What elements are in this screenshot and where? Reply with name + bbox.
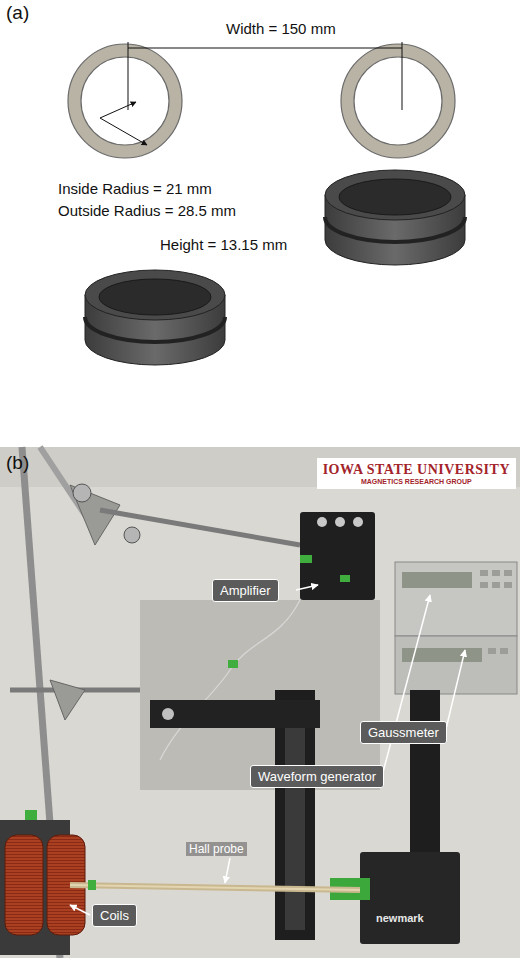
node-text: Waveform generator bbox=[258, 769, 376, 784]
panel-letter: (b) bbox=[6, 452, 29, 474]
dimension-label: Inside Radius = 21 mm bbox=[58, 180, 212, 197]
ring-3d bbox=[85, 170, 465, 365]
dimension-label: Outside Radius = 28.5 mm bbox=[58, 202, 236, 219]
label-text: Inside Radius = 21 mm bbox=[58, 180, 212, 197]
dimension-label: Width = 150 mm bbox=[226, 20, 336, 37]
node-text: Amplifier bbox=[220, 583, 271, 598]
sign-board: IOWA STATE UNIVERSITYMAGNETICS RESEARCH … bbox=[317, 458, 516, 489]
panel-letter: (a) bbox=[6, 2, 29, 24]
label-text: (a) bbox=[6, 2, 29, 23]
ring-top-view bbox=[68, 44, 455, 158]
dimension-label: Height = 13.15 mm bbox=[160, 236, 287, 253]
node-subtext: MAGNETICS RESEARCH GROUP bbox=[323, 478, 510, 485]
part-label: Hall probe bbox=[186, 842, 247, 856]
callout-box: Waveform generator bbox=[250, 765, 384, 788]
brand-label: newmark bbox=[376, 912, 424, 924]
label-text: Outside Radius = 28.5 mm bbox=[58, 202, 236, 219]
callout-box: Amplifier bbox=[212, 579, 279, 602]
node-text: IOWA STATE UNIVERSITY bbox=[323, 462, 510, 478]
label-text: Width = 150 mm bbox=[226, 20, 336, 37]
callout-box: Coils bbox=[92, 904, 137, 927]
label-text: Height = 13.15 mm bbox=[160, 236, 287, 253]
setup-photo bbox=[0, 447, 520, 958]
node-text: Coils bbox=[100, 908, 129, 923]
node-text: Gaussmeter bbox=[368, 725, 439, 740]
label-text: newmark bbox=[376, 912, 424, 924]
callout-box: Gaussmeter bbox=[360, 721, 447, 744]
label-text: (b) bbox=[6, 452, 29, 473]
leader-arrows bbox=[70, 585, 465, 915]
label-text: Hall probe bbox=[189, 842, 244, 856]
